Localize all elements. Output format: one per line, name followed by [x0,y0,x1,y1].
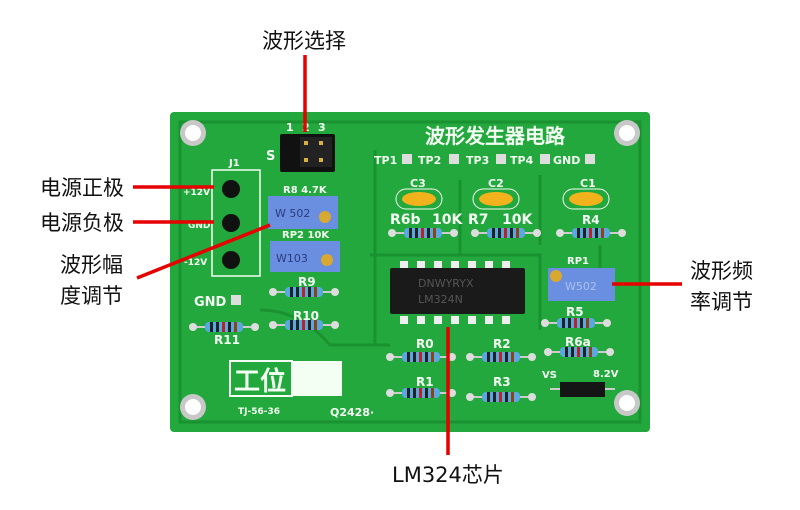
resistor [544,347,614,357]
svg-text:3: 3 [318,121,326,134]
svg-text:R6a: R6a [565,335,591,349]
svg-text:C2: C2 [488,177,504,190]
power-connector-j1: J1 +12V GND -12V [183,158,261,277]
ic-pin [485,261,493,269]
annotation-frequency-1: 波形频 [690,259,753,283]
svg-text:+12V: +12V [183,188,210,198]
svg-text:RP2 10K: RP2 10K [282,230,330,241]
ic-pin [451,316,459,324]
ic-pin [451,261,459,269]
svg-text:R0: R0 [416,337,434,351]
ic-pin [434,316,442,324]
zener-diode-vs: VS 8.2V [542,369,619,397]
resistor [386,388,456,398]
annotation-amplitude-1: 波形幅 [60,253,123,277]
board-title: 波形发生器电路 [425,124,566,148]
svg-text:8.2V: 8.2V [593,369,619,380]
annotation-power-positive: 电源正极 [40,176,124,200]
potentiometer-r8: R8 4.7K W 502 [268,185,338,229]
resistor [466,352,536,362]
resistor [388,228,458,238]
ic-pin [417,261,425,269]
svg-text:R9: R9 [298,275,316,289]
resistor [541,318,611,328]
potentiometer-rp2: RP2 10K W103 [270,230,340,272]
svg-text:R11: R11 [214,333,240,347]
gnd-label: GND [194,295,227,310]
svg-text:C1: C1 [580,177,596,190]
svg-text:R2: R2 [493,337,511,351]
annotation-chip: LM324芯片 [392,463,504,487]
svg-text:DNWYRYX: DNWYRYX [418,277,474,290]
svg-text:GND: GND [188,221,210,231]
resistor [269,287,339,297]
annotation-lines [133,55,682,455]
svg-text:W502: W502 [565,280,597,293]
annotation-frequency-2: 率调节 [690,290,753,314]
ic-pin [502,316,510,324]
lm324-chip: DNWYRYX LM324N [390,261,525,324]
svg-text:R6b: R6b [390,212,421,228]
svg-text:TP3: TP3 [466,154,489,167]
svg-text:R8 4.7K: R8 4.7K [283,185,328,196]
svg-text:VS: VS [542,370,557,381]
svg-text:R5: R5 [566,305,584,319]
svg-text:1: 1 [286,121,294,134]
svg-text:R1: R1 [416,375,434,389]
svg-text:GND: GND [553,154,580,167]
svg-text:R10: R10 [293,309,319,323]
annotation-power-negative: 电源负极 [40,211,124,235]
svg-text:LM324N: LM324N [418,293,463,306]
svg-text:R4: R4 [582,213,600,227]
resistor [466,392,536,402]
ic-pin [468,316,476,324]
svg-text:TP4: TP4 [510,154,534,167]
test-points: TP1 TP2 TP3 TP4 GND [374,154,595,167]
mounting-holes [180,120,640,420]
resistor [386,352,456,362]
svg-text:S: S [266,149,275,164]
svg-text:C3: C3 [410,177,426,190]
ic-pin [434,261,442,269]
board-code: TJ-56-36 [238,407,280,417]
potentiometer-rp1: RP1 W502 [548,256,615,301]
resistor-labels: R6b 10K R7 10K R4 R9 R10 R11 R5 R6a R0 R… [214,212,600,389]
svg-text:10K: 10K [502,212,533,228]
svg-text:10K: 10K [432,212,463,228]
resistor [556,228,626,238]
svg-text:工位: 工位 [234,366,286,397]
annotation-waveform-select: 波形选择 [262,29,346,53]
svg-text:RP1: RP1 [567,256,589,267]
capacitors: C3 C2 C1 [395,177,610,210]
ic-pin [400,261,408,269]
svg-text:W 502: W 502 [275,207,310,220]
jumper-header: 1 2 3 S [266,121,335,172]
ic-pin [417,316,425,324]
resistor [471,228,541,238]
svg-text:TP1: TP1 [374,154,397,167]
annotation-amplitude-2: 度调节 [60,284,123,308]
ic-pin [468,261,476,269]
ic-pin [502,261,510,269]
svg-text:R7: R7 [468,212,489,228]
svg-text:R3: R3 [493,375,511,389]
gnd-pad [231,295,241,305]
svg-text:J1: J1 [228,158,240,169]
resistor [269,320,339,330]
batch-code: Q2428· [330,406,374,419]
svg-text:-12V: -12V [184,258,207,268]
resistor [189,322,259,332]
svg-text:TP2: TP2 [418,154,441,167]
resistors [189,228,626,402]
ic-pin [400,316,408,324]
svg-text:W103: W103 [276,252,308,265]
station-box: 工位 [229,360,342,397]
ic-pin [485,316,493,324]
